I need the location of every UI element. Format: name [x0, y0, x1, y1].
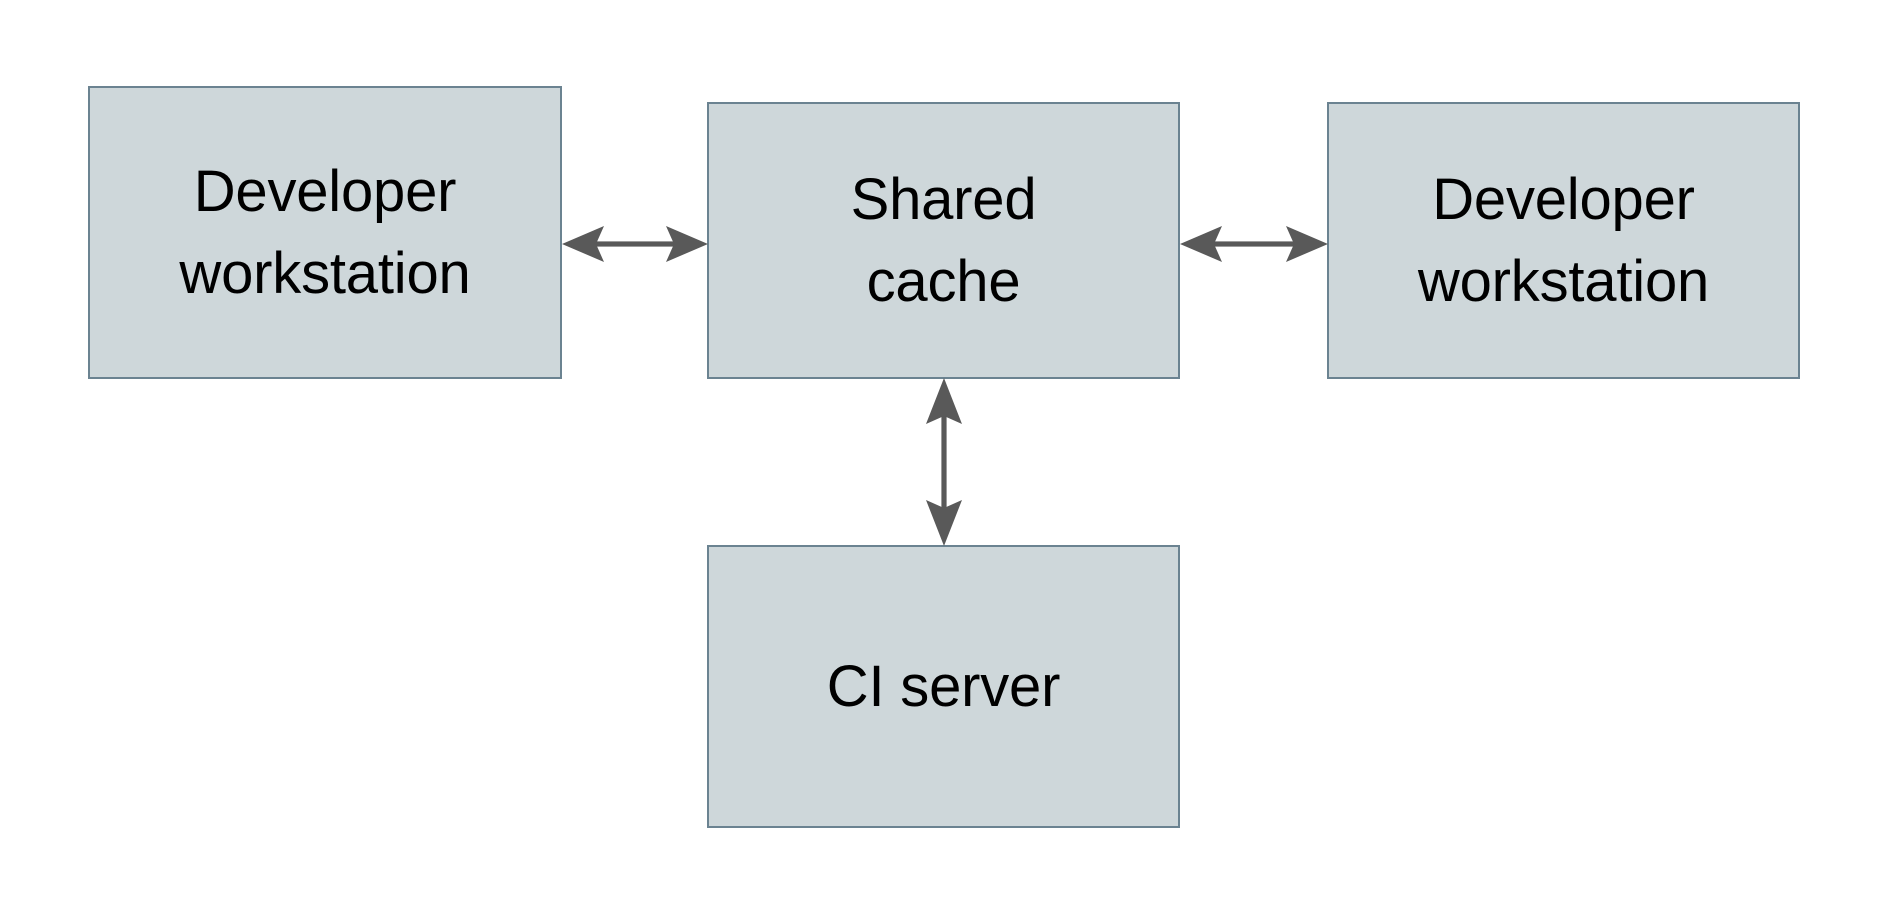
double-headed-arrow-icon — [562, 226, 708, 262]
node-shared-cache[interactable]: Shared cache — [707, 102, 1180, 379]
double-headed-arrow-icon — [926, 378, 962, 546]
node-label-ci-server: CI server — [826, 653, 1061, 719]
node-ci-server[interactable]: CI server — [707, 545, 1180, 828]
edge-shared-cache-to-ci-server-arrow[interactable] — [916, 376, 972, 548]
node-label-developer-workstation-left: Developer workstation — [179, 158, 471, 306]
node-label-shared-cache: Shared cache — [850, 166, 1037, 314]
edge-developer-left-to-shared-cache-arrow[interactable] — [560, 216, 710, 272]
node-developer-workstation-left[interactable]: Developer workstation — [88, 86, 562, 379]
double-headed-arrow-icon — [1180, 226, 1328, 262]
node-developer-workstation-right[interactable]: Developer workstation — [1327, 102, 1800, 379]
edge-shared-cache-to-developer-right-arrow[interactable] — [1178, 216, 1330, 272]
node-label-developer-workstation-right: Developer workstation — [1417, 166, 1710, 314]
